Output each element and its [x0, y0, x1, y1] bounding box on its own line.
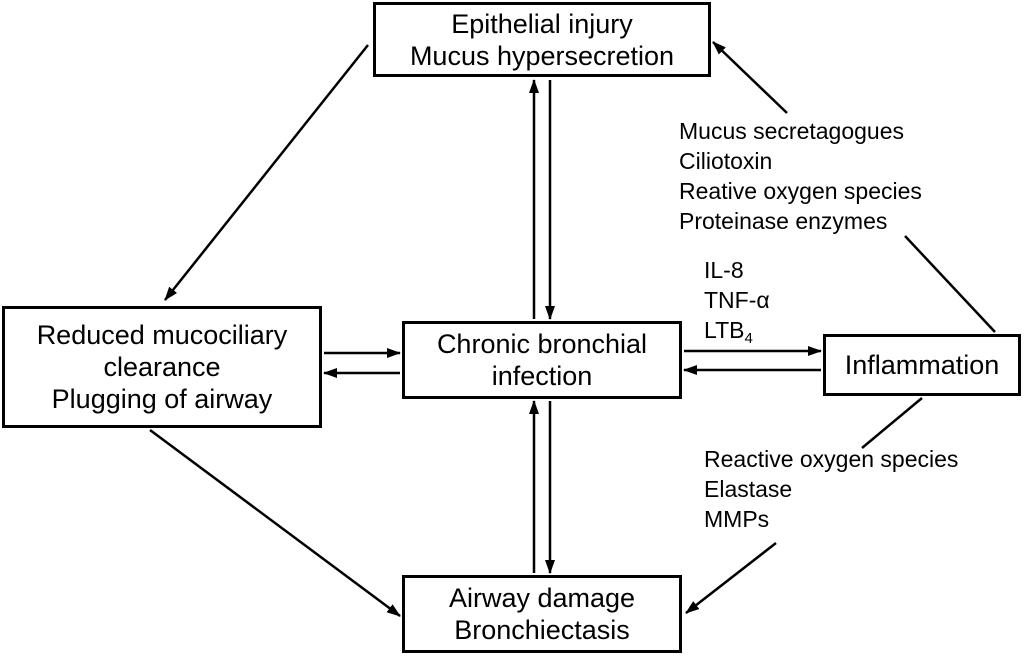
mediator-item: Elastase: [704, 476, 793, 502]
inflammation-box: Inflammation: [823, 334, 1021, 396]
airway-damage-line-1: Airway damage: [448, 583, 636, 613]
inflammation-label: Inflammation: [844, 350, 1000, 380]
tnf-label: TNF-α: [704, 287, 770, 313]
mediators-to-airway-label: Reactive oxygen species Elastase MMPs: [704, 444, 958, 534]
mucociliary-clearance-box: Reduced mucociliary clearance Plugging o…: [2, 306, 322, 428]
arrow-top-to-left: [164, 44, 369, 301]
mediator-item: Reative oxygen species: [679, 178, 922, 204]
il8-label: IL-8: [704, 257, 744, 283]
arrow-left-to-bottom: [149, 428, 401, 618]
epithelial-injury-box: Epithelial injury Mucus hypersecretion: [373, 2, 711, 77]
airway-damage-line-2: Bronchiectasis: [454, 615, 630, 645]
chronic-infection-box: Chronic bronchial infection: [402, 321, 682, 399]
epithelial-injury-line-1: Epithelial injury: [451, 8, 633, 39]
line-inflammation-to-bottom-label: [861, 397, 923, 449]
airway-damage-box: Airway damage Bronchiectasis: [402, 575, 682, 653]
epithelial-injury-line-2: Mucus hypersecretion: [409, 40, 675, 71]
mucociliary-line-1: Reduced mucociliary: [36, 320, 288, 350]
ltb-main: LTB: [704, 317, 745, 343]
arrow-label-to-top: [712, 41, 788, 114]
chronic-infection-line-1: Chronic bronchial: [436, 329, 648, 359]
mucociliary-line-2: clearance: [103, 352, 221, 382]
mediator-item: Proteinase enzymes: [679, 208, 888, 234]
ltb-subscript: 4: [744, 330, 753, 347]
chronic-infection-line-2: infection: [491, 361, 593, 391]
line-inflammation-to-top-label: [904, 235, 996, 333]
mediators-to-epithelium-label: Mucus secretagogues Ciliotoxin Reative o…: [679, 116, 922, 236]
mediator-item: MMPs: [704, 506, 770, 532]
arrow-label-to-bottom: [685, 542, 777, 614]
mediator-item: Reactive oxygen species: [704, 446, 959, 472]
mediator-item: Mucus secretagogues: [679, 118, 905, 144]
ltb4-label: LTB4: [704, 315, 770, 347]
mucociliary-line-3: Plugging of airway: [51, 384, 273, 414]
chemoattractants-label: IL-8 TNF-α LTB4: [704, 255, 770, 347]
mediator-item: Ciliotoxin: [679, 148, 773, 174]
